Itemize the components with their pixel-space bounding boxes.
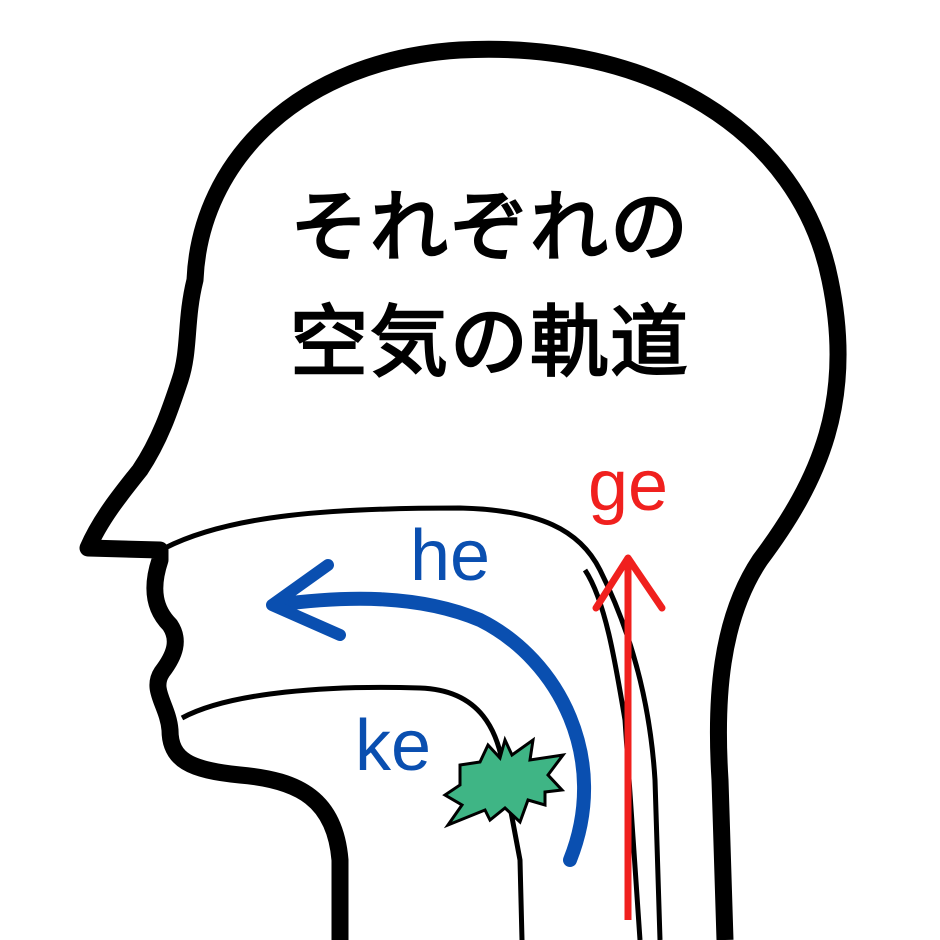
ge-arrow-head bbox=[592, 554, 666, 612]
burst-icon bbox=[442, 735, 567, 829]
label-ke: ke bbox=[355, 706, 432, 786]
tongue-line bbox=[180, 684, 525, 940]
title-line-1: それぞれの bbox=[289, 183, 690, 273]
he-arrow-curve bbox=[268, 591, 591, 867]
palate-line bbox=[163, 505, 663, 940]
label-ge: ge bbox=[588, 446, 669, 526]
pharynx-line bbox=[582, 568, 643, 940]
label-he: he bbox=[410, 516, 491, 596]
he-arrow-head bbox=[266, 559, 346, 641]
title-line-2: 空気の軌道 bbox=[289, 298, 690, 388]
head-outline bbox=[79, 40, 847, 940]
